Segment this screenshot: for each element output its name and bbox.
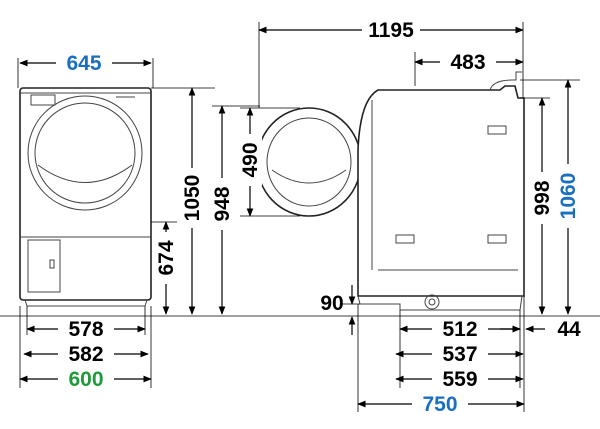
front-body (19, 87, 152, 301)
label-490: 490 (239, 142, 262, 177)
label-483: 483 (450, 51, 485, 74)
label-559: 559 (442, 368, 477, 391)
vent-bottom-left (395, 234, 415, 244)
label-1195: 1195 (368, 19, 414, 42)
front-door (27, 95, 143, 211)
label-600: 600 (68, 368, 103, 391)
label-90: 90 (320, 292, 343, 315)
door-view (210, 19, 524, 315)
label-948: 948 (211, 186, 234, 221)
label-674: 674 (155, 240, 178, 275)
side-body (357, 85, 525, 297)
lower-panel (27, 239, 61, 293)
front-view (17, 52, 215, 390)
label-750: 750 (422, 393, 457, 416)
label-512: 512 (442, 318, 477, 341)
drain-hose (424, 294, 440, 310)
vent-bottom-right (487, 234, 507, 244)
vent-top-right (487, 125, 507, 135)
label-645: 645 (66, 52, 101, 75)
label-44: 44 (557, 318, 581, 341)
label-582: 582 (68, 343, 103, 366)
label-537: 537 (442, 343, 477, 366)
label-1060: 1060 (557, 173, 580, 220)
label-578: 578 (68, 318, 103, 341)
label-998: 998 (531, 180, 554, 215)
label-1050: 1050 (181, 175, 204, 222)
open-door (256, 107, 362, 217)
control-panel (30, 94, 56, 106)
side-view (340, 50, 580, 415)
